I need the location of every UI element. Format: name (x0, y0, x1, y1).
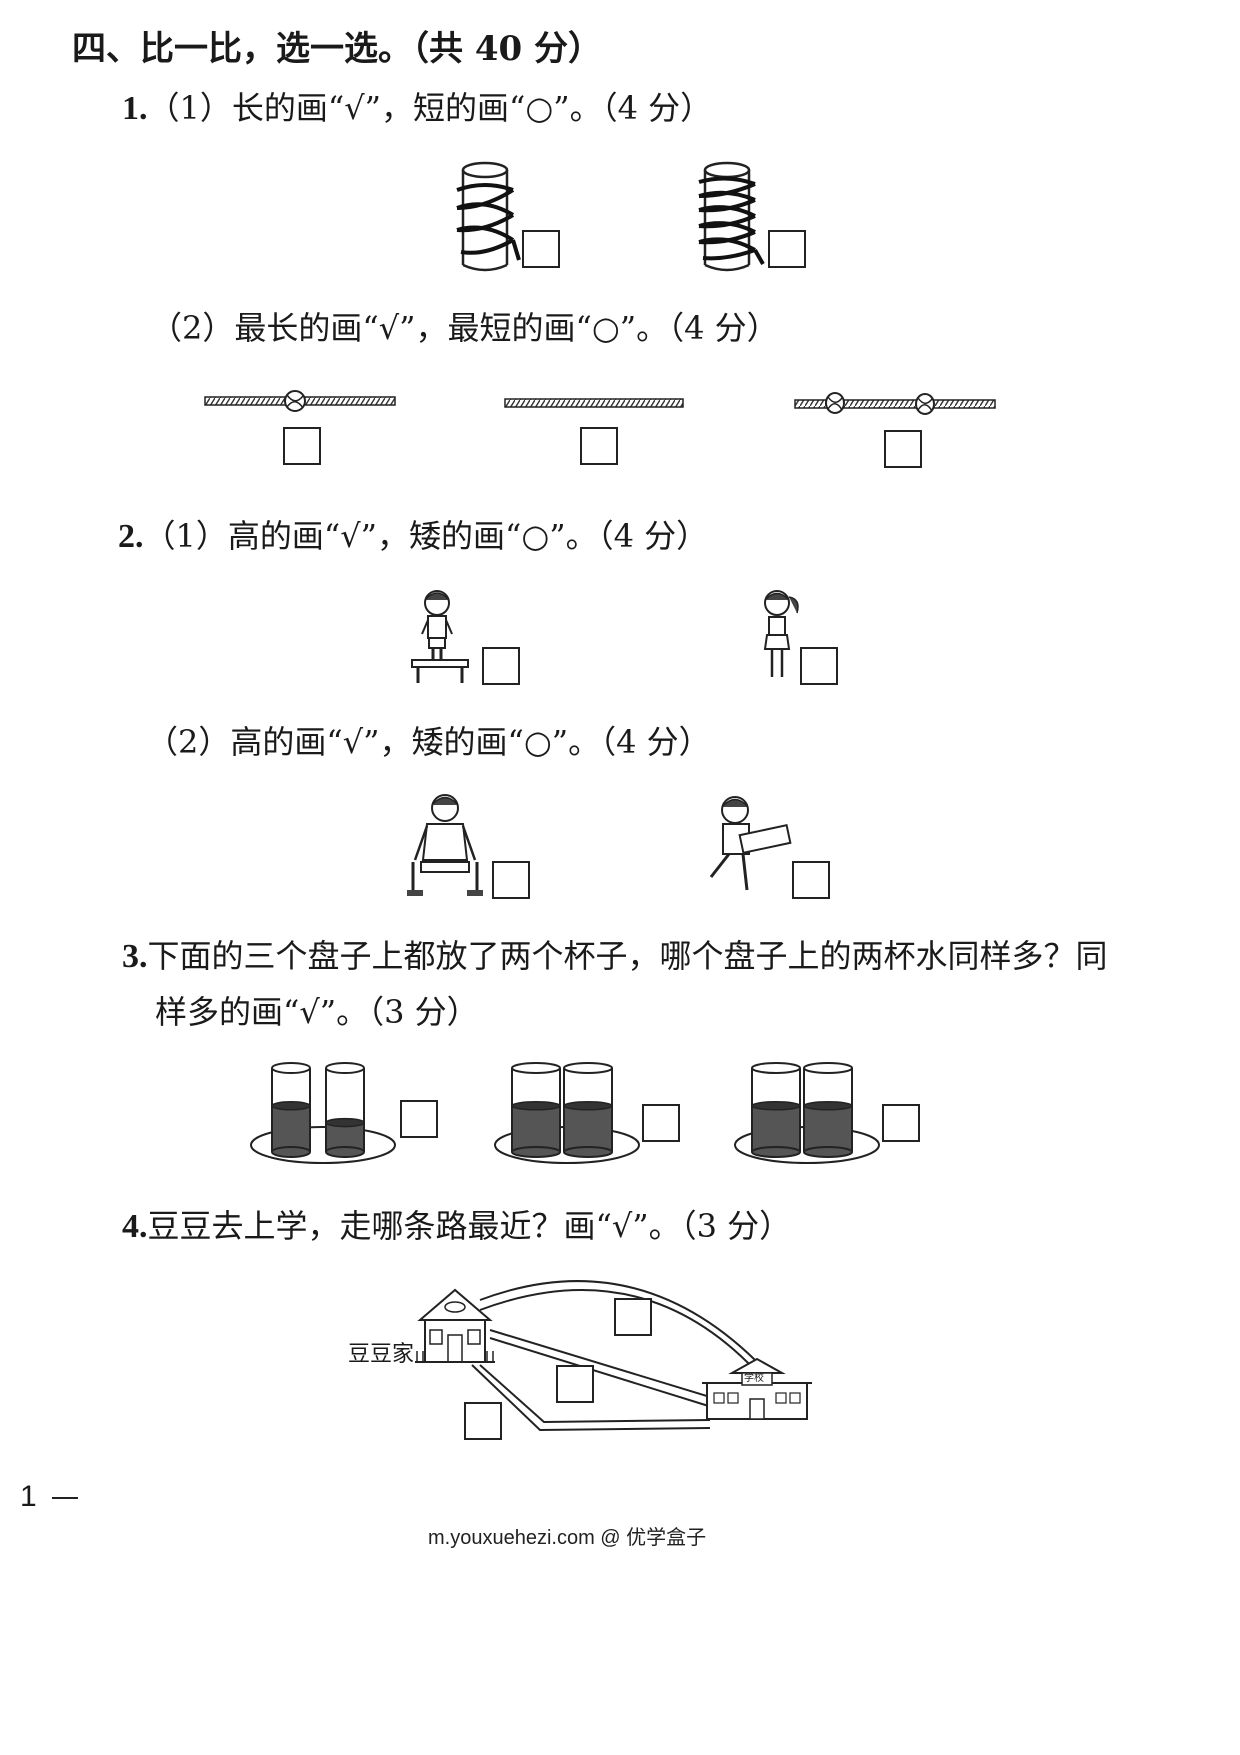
question-3: 3.下面的三个盘子上都放了两个杯子，哪个盘子上的两杯水同样多？同 (122, 940, 1108, 974)
water-cup-icon (751, 1062, 801, 1158)
water-cup-icon (563, 1062, 613, 1158)
answer-box-4-a[interactable] (614, 1298, 652, 1336)
water-fill (752, 1105, 800, 1152)
question-number: 2. (118, 518, 144, 555)
question-4: 4.豆豆去上学，走哪条路最近？画“√”。（3 分） (122, 1210, 791, 1244)
plate-with-cups (494, 1062, 640, 1164)
knotted-rope-icon (204, 390, 396, 412)
question-number: 3. (122, 938, 148, 975)
answer-box-3-b[interactable] (642, 1104, 680, 1142)
water-fill (804, 1105, 852, 1152)
answer-box-3-c[interactable] (882, 1104, 920, 1142)
answer-box-2-2-a[interactable] (492, 861, 530, 899)
answer-box-2-1-b[interactable] (800, 647, 838, 685)
page-number-value: 1 (20, 1480, 37, 1513)
water-fill (272, 1105, 310, 1152)
question-1-part-2: （2）最长的画“√”，最短的画“○”。（4 分） (150, 309, 779, 347)
answer-box-4-c[interactable] (464, 1402, 502, 1440)
home-label: 豆豆家 (348, 1342, 415, 1367)
question-2: 2.（1）高的画“√”，矮的画“○”。（4 分） (118, 520, 708, 554)
question-1-part-1: （1）长的画“√”，短的画“○”。（4 分） (147, 89, 713, 127)
answer-box-1-1-a[interactable] (522, 230, 560, 268)
section-title: 四、比一比，选一选。（共 40 分） (72, 29, 602, 69)
school-icon (702, 1357, 812, 1420)
footer-watermark: m.youxuehezi.com @ 优学盒子 (428, 1527, 707, 1549)
sitting-man-icon (407, 794, 483, 896)
answer-box-1-2-a[interactable] (283, 427, 321, 465)
question-3-line-2: 样多的画“√”。（3 分） (155, 993, 479, 1031)
question-number: 4. (122, 1208, 148, 1245)
question-number: 1. (122, 90, 148, 127)
boy-on-bench-icon (411, 590, 469, 683)
spiral-rope-cylinder-icon (698, 161, 765, 272)
plate-with-cups (734, 1062, 880, 1164)
page-number-dash (52, 1497, 78, 1499)
question-1: 1.（1）长的画“√”，短的画“○”。（4 分） (122, 92, 712, 126)
answer-box-2-2-b[interactable] (792, 861, 830, 899)
answer-box-4-b[interactable] (556, 1365, 594, 1403)
question-2-part-1: （1）高的画“√”，矮的画“○”。（4 分） (143, 517, 709, 555)
water-fill (512, 1105, 560, 1152)
house-icon (415, 1288, 495, 1363)
boy-carrying-box-icon (709, 796, 792, 891)
plate-with-cups (250, 1062, 396, 1164)
answer-box-1-2-c[interactable] (884, 430, 922, 468)
school-sign: 学校 (744, 1373, 764, 1384)
question-3-line-1: 下面的三个盘子上都放了两个杯子，哪个盘子上的两杯水同样多？同 (147, 937, 1108, 975)
water-cup-icon (803, 1062, 853, 1158)
water-cup-icon (511, 1062, 561, 1158)
answer-box-1-1-b[interactable] (768, 230, 806, 268)
water-cup-icon (325, 1062, 365, 1158)
route-map (471, 1280, 766, 1432)
water-fill (564, 1105, 612, 1152)
answer-box-2-1-a[interactable] (482, 647, 520, 685)
answer-box-1-2-b[interactable] (580, 427, 618, 465)
rope-icon (504, 398, 684, 408)
answer-box-3-a[interactable] (400, 1100, 438, 1138)
girl-icon (763, 590, 799, 677)
water-cup-icon (271, 1062, 311, 1158)
question-2-part-2: （2）高的画“√”，矮的画“○”。（4 分） (146, 723, 711, 761)
knotted-rope-icon (794, 392, 996, 415)
spiral-rope-cylinder-icon (456, 161, 521, 272)
question-4-text: 豆豆去上学，走哪条路最近？画“√”。（3 分） (147, 1207, 792, 1245)
page-number: 1 (20, 1482, 37, 1512)
